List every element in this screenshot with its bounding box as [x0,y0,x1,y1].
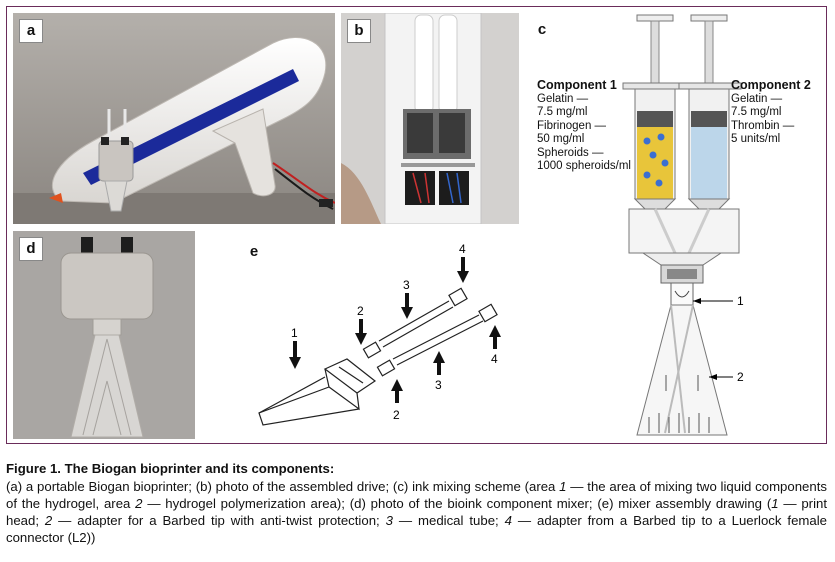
caption-body: (a) a portable Biogan bioprinter; (b) ph… [6,479,827,545]
component-2-line: 7.5 mg/ml [731,106,782,118]
caption-segment: — adapter from a Barbed tip to a Luerloc… [6,513,827,545]
panel-d-label: d [19,237,43,261]
bioprinter-illustration [13,13,335,224]
figure-frame: a [6,6,827,444]
caption-segment: 1 [559,479,567,494]
spheroids [643,133,669,187]
panel-b-label: b [347,19,371,43]
component-1-line: 1000 spheroids/ml [537,160,631,172]
panel-a-label: a [19,19,43,43]
panel-e-label: e [249,243,259,260]
callout-adapter-top: 2 [357,304,364,318]
panel-d-photo: d [13,231,195,439]
caption-segment: 1 [771,496,779,511]
component-1-line: Spheroids — [537,146,604,159]
caption-segment: 2 [44,513,53,528]
component-2-line: Gelatin — [731,92,783,105]
component-2-title: Component 2 [731,78,811,92]
assembly-drawing: 1 2 3 4 4 3 2 [258,242,501,426]
caption-segment: (a) a portable Biogan bioprinter; (b) ph… [6,479,560,494]
caption-segment: — medical tube; [392,513,505,528]
component-2-line: 5 units/ml [731,133,781,145]
component-1-line: Fibrinogen — [537,119,607,132]
panel-c-scheme: c [525,13,822,441]
drive-illustration [341,13,519,224]
caption-segment: — the area of mixing two liquid componen… [6,479,827,511]
caption-segment: 4 [504,513,512,528]
caption-segment: 2 [135,496,143,511]
callout-print-head: 1 [291,326,298,340]
component-2-block: Component 2 Gelatin — 7.5 mg/ml Thrombin… [731,78,821,147]
panel-b-photo: b [341,13,519,224]
callout-1: 1 [737,294,744,308]
caption-segment: — adapter for a Barbed tip with anti-twi… [52,513,386,528]
caption-segment: — print head; [6,496,828,528]
panel-c-label: c [537,21,547,38]
component-1-line: 7.5 mg/ml [537,106,588,118]
callout-adapter-bottom: 2 [393,408,400,422]
component-1-block: Component 1 Gelatin — 7.5 mg/ml Fibrinog… [537,78,641,174]
panel-e-drawing: e [239,237,519,439]
mixing-scheme-drawing: 1 2 [622,14,744,436]
mixer-photo-illustration [13,231,195,439]
component-1-line: 50 mg/ml [537,133,585,145]
component-1-title: Component 1 [537,78,617,92]
caption-segment: 3 [385,513,393,528]
callout-tube-bottom: 3 [435,378,442,392]
panel-a-photo: a [13,13,335,224]
figure-caption: Figure 1. The Biogan bioprinter and its … [6,460,827,546]
component-1-line: Gelatin — [537,92,589,105]
callout-luer-bottom: 4 [491,352,498,366]
callout-luer-top: 4 [459,242,466,256]
caption-segment: — hydrogel polymerization area); (d) pho… [142,496,772,511]
component-2-line: Thrombin — [731,119,795,132]
callout-2: 2 [737,370,744,384]
callout-tube-top: 3 [403,278,410,292]
caption-title: Figure 1. The Biogan bioprinter and its … [6,461,335,476]
